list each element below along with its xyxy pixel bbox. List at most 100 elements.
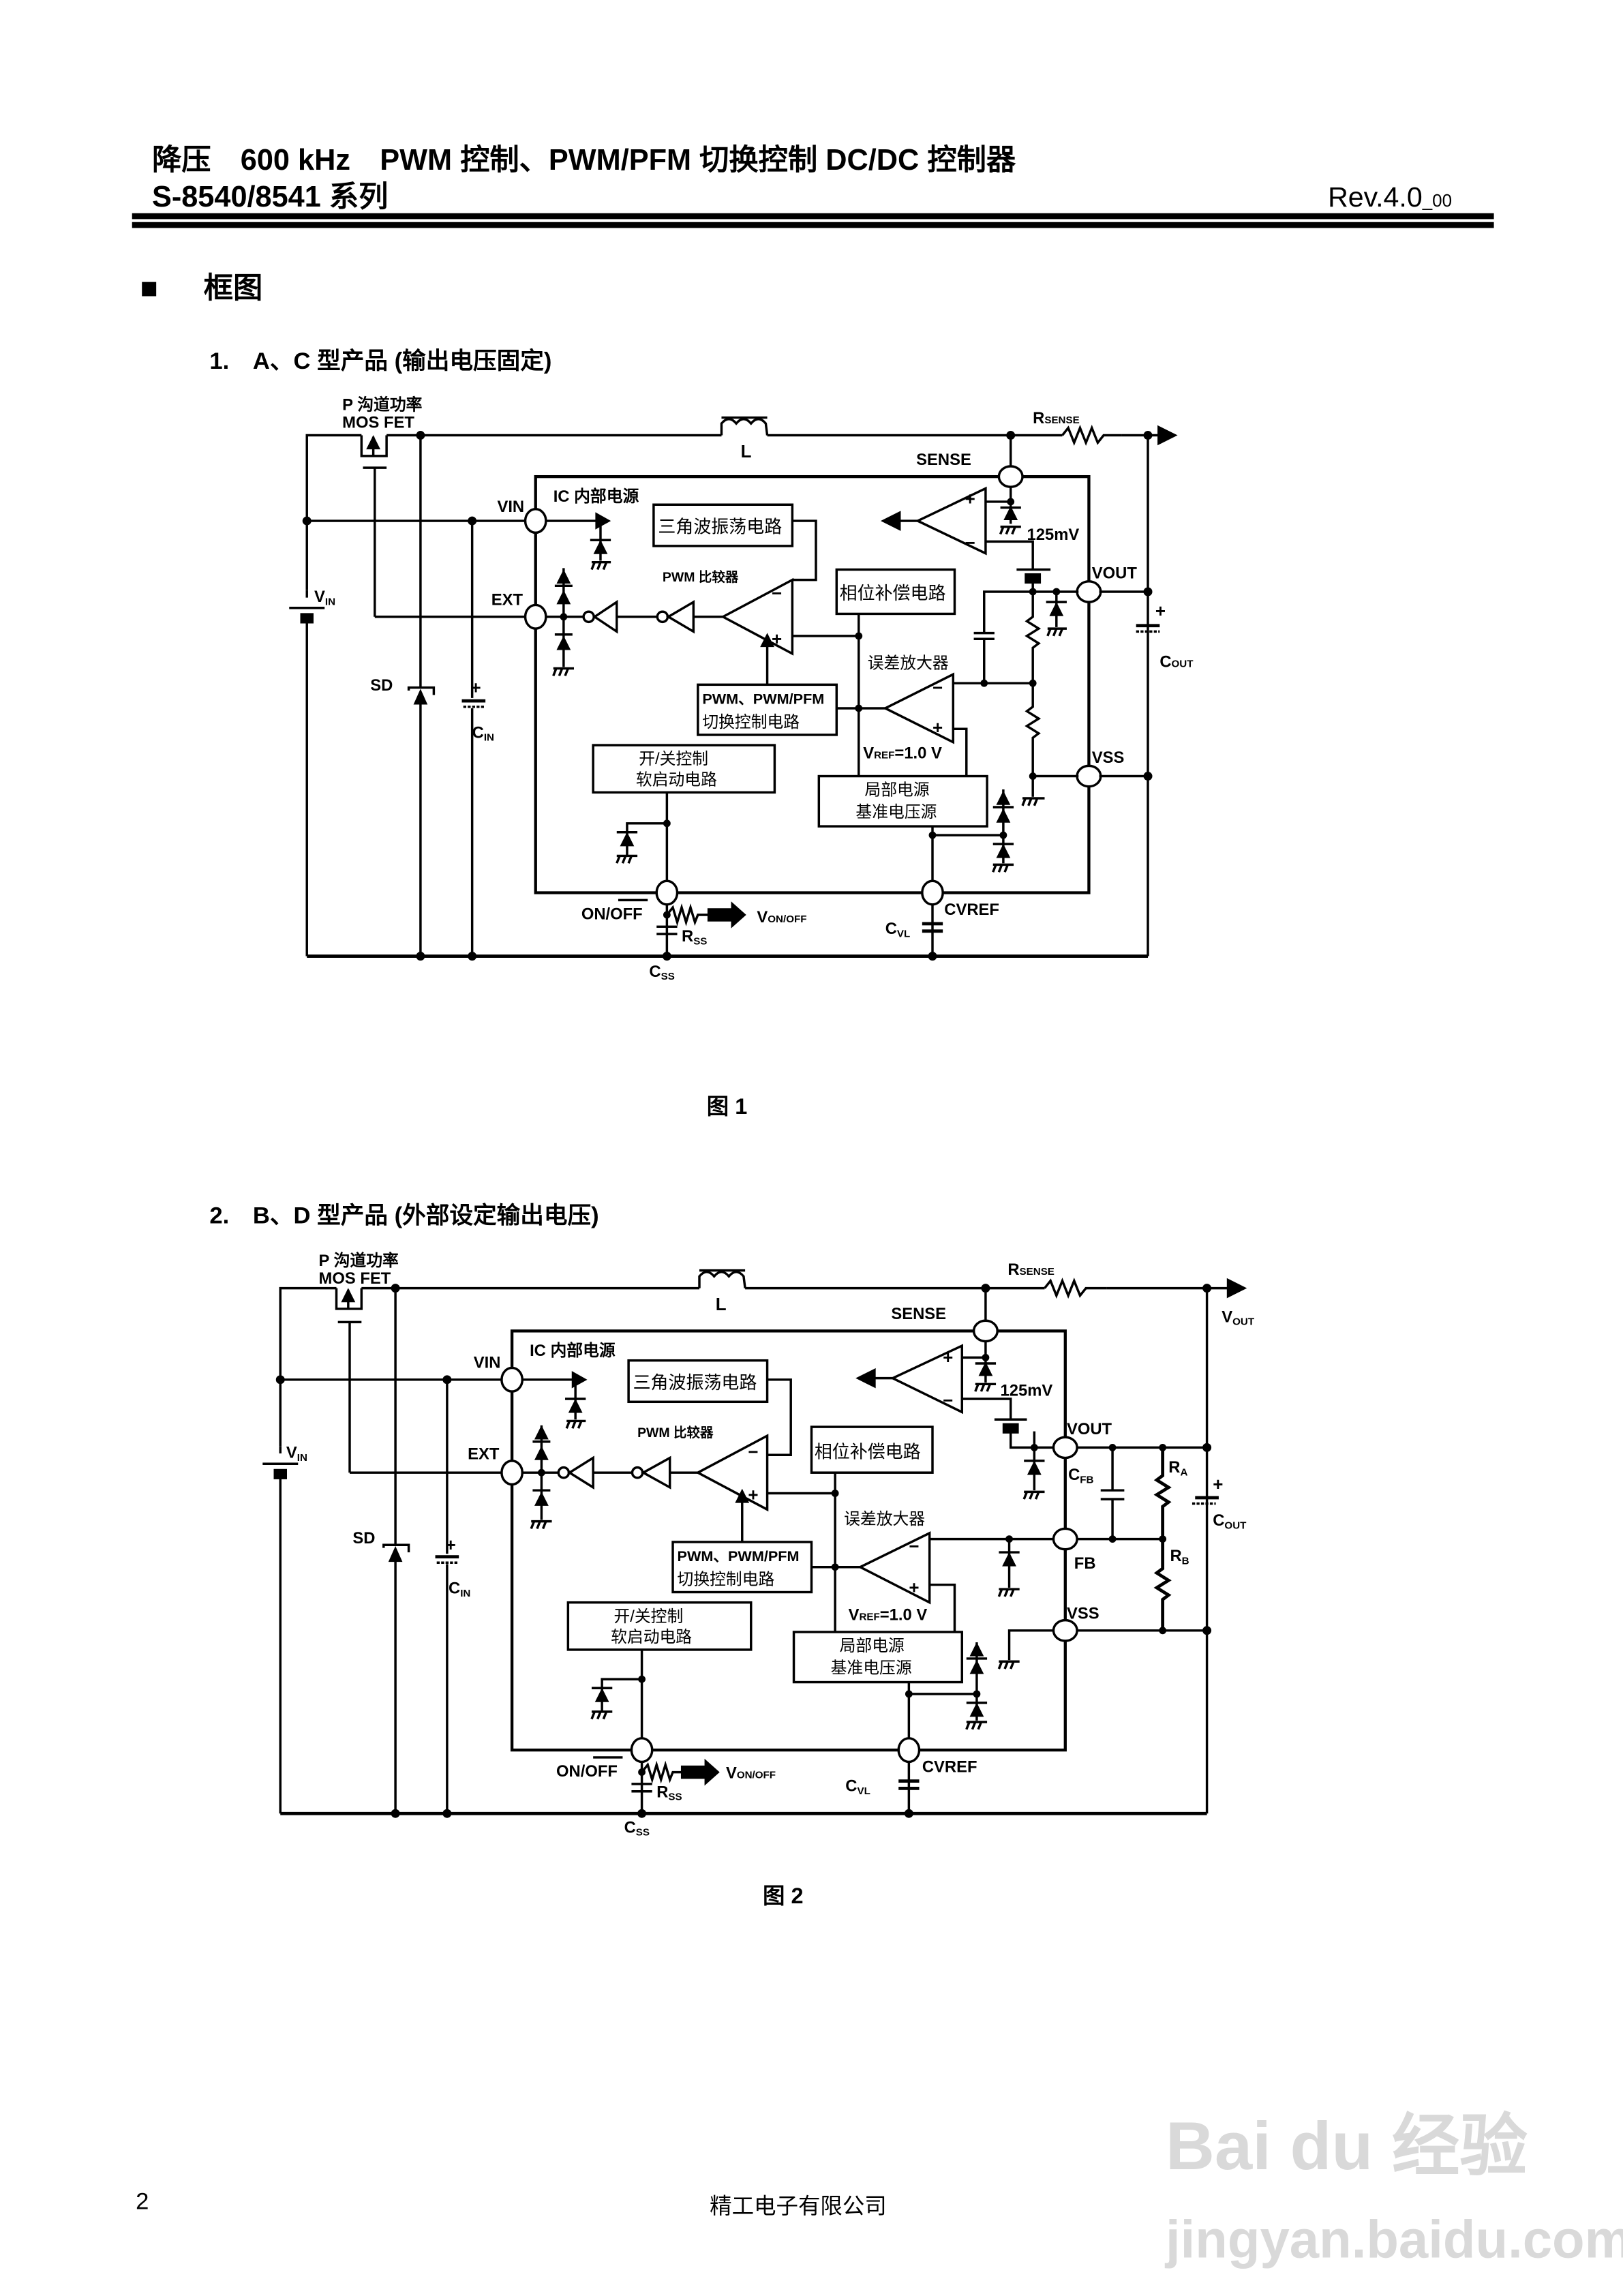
oscillator-label: 三角波振荡电路 xyxy=(658,516,782,537)
cin-label: CIN xyxy=(472,723,494,743)
revision: Rev.4.0_00 xyxy=(1328,181,1452,213)
diode-icon xyxy=(565,1379,586,1420)
wire xyxy=(305,434,362,590)
battery-icon xyxy=(1016,568,1051,584)
watermark: Bai du 经验 jingyan.baidu.com xyxy=(1164,2109,1623,2269)
ground-icon xyxy=(552,667,575,676)
wire xyxy=(983,590,1079,633)
mosfet-label: P 沟道功率 xyxy=(342,395,422,414)
ic-power-label: IC 内部电源 xyxy=(553,487,639,506)
threshold-label: 125mV xyxy=(1027,526,1080,544)
ext-pin-label: EXT xyxy=(468,1445,500,1464)
vin-source-label: VIN xyxy=(286,1444,307,1464)
ground-icon xyxy=(530,1520,552,1530)
reference-label: 局部电源 xyxy=(840,1637,905,1655)
pwm-comparator-icon xyxy=(720,577,794,656)
switch-control-block xyxy=(697,683,838,736)
resistor-icon xyxy=(641,1760,682,1784)
cvref-pin-label: CVREF xyxy=(944,901,999,919)
ext-pin xyxy=(500,1460,524,1486)
wire xyxy=(626,822,667,856)
mosfet-icon xyxy=(335,1288,363,1473)
ground-icon xyxy=(1021,797,1045,806)
arrow-icon xyxy=(707,901,746,928)
ground-icon xyxy=(590,560,611,571)
mosfet-label: MOS FET xyxy=(342,414,414,432)
wire xyxy=(962,1398,1012,1420)
arrow-icon xyxy=(760,633,774,648)
battery-icon xyxy=(289,607,325,624)
error-amp-minus: − xyxy=(909,1536,919,1556)
sense-pin-label: SENSE xyxy=(916,451,971,469)
comp-minus: − xyxy=(943,1390,953,1410)
resistor-icon xyxy=(666,903,708,926)
document-title: 降压 600 kHz PWM 控制、PWM/PFM 切换控制 DC/DC 控制器 xyxy=(152,144,1016,177)
onoff-softstart-block xyxy=(592,744,776,794)
section-title: 框图 xyxy=(204,272,263,305)
wire xyxy=(953,727,968,783)
onoff-pin-label: ON/OFF xyxy=(581,905,643,923)
cvl-label: CVL xyxy=(885,920,911,939)
header-rule-top xyxy=(132,213,1494,220)
vss-pin-label: VSS xyxy=(1092,749,1125,767)
reference-block xyxy=(817,774,988,828)
css-label: CSS xyxy=(649,963,674,982)
cvref-pin xyxy=(921,879,944,906)
error-amplifier-icon xyxy=(858,1531,931,1605)
capacitor-plus: + xyxy=(470,677,481,697)
junction xyxy=(1202,1626,1212,1635)
cvl-label: CVL xyxy=(845,1777,870,1797)
cout-label: COUT xyxy=(1159,652,1194,671)
junction xyxy=(416,952,425,961)
switch-control-label: 切换控制电路 xyxy=(702,713,800,731)
phase-compensation-block xyxy=(810,1425,934,1474)
error-amp-plus: + xyxy=(909,1577,919,1598)
reference-label: 局部电源 xyxy=(864,781,929,800)
inductor-icon xyxy=(698,1269,746,1288)
comparator-plus: + xyxy=(748,1484,758,1505)
junction xyxy=(468,952,477,961)
battery-icon xyxy=(994,1418,1027,1434)
ground-icon xyxy=(965,1721,988,1730)
junction xyxy=(904,1809,913,1818)
capacitor-plus: + xyxy=(446,1535,456,1555)
electrolytic-capacitor-icon xyxy=(1192,1496,1219,1505)
oscillator-block xyxy=(652,503,794,547)
capacitor-plus: + xyxy=(1213,1474,1223,1494)
pwm-comparator-icon xyxy=(695,1434,769,1512)
comp-minus: − xyxy=(965,532,975,553)
wire xyxy=(1009,1432,1035,1449)
junction xyxy=(1202,1442,1212,1452)
battery-icon xyxy=(262,1462,299,1479)
resistor-icon xyxy=(1153,1447,1172,1539)
diode-icon xyxy=(532,1425,551,1520)
pwm-comparator-label: PWM 比较器 xyxy=(663,569,739,585)
mosfet-label: P 沟道功率 xyxy=(319,1251,399,1270)
inductor-label: L xyxy=(741,441,752,462)
onoff-pin-label: ON/OFF xyxy=(556,1762,618,1781)
capacitor-plus: + xyxy=(1155,601,1166,621)
figure-2-block-diagram: L RSENSE VOUT P 沟道功率 MOS FET VIN SD xyxy=(262,1251,1255,1839)
vss-pin xyxy=(1052,1618,1078,1642)
junction xyxy=(831,1563,839,1571)
output-arrow-icon xyxy=(1157,425,1178,446)
capacitor-icon xyxy=(973,631,995,640)
wire xyxy=(601,1678,642,1712)
capacitor-icon xyxy=(631,1783,652,1793)
phase-compensation-label: 相位补偿电路 xyxy=(840,583,946,603)
inverter-icon xyxy=(656,600,695,634)
cfb-label: CFB xyxy=(1068,1466,1093,1485)
comparator-minus: − xyxy=(772,583,782,603)
ground-icon xyxy=(999,526,1021,535)
cvref-pin xyxy=(897,1737,921,1764)
inverter-icon xyxy=(582,599,618,634)
figure-1-block-diagram: L RSENSE P 沟道功率 MOS FET VIN xyxy=(289,395,1194,982)
rsense-label: RSENSE xyxy=(1033,409,1080,427)
ground-icon xyxy=(992,863,1014,873)
capacitor-icon xyxy=(656,925,678,935)
junction xyxy=(1143,431,1153,440)
onoff-pin xyxy=(655,879,679,906)
short-protection-comparator-icon xyxy=(890,1344,964,1415)
diode-icon xyxy=(590,521,611,561)
